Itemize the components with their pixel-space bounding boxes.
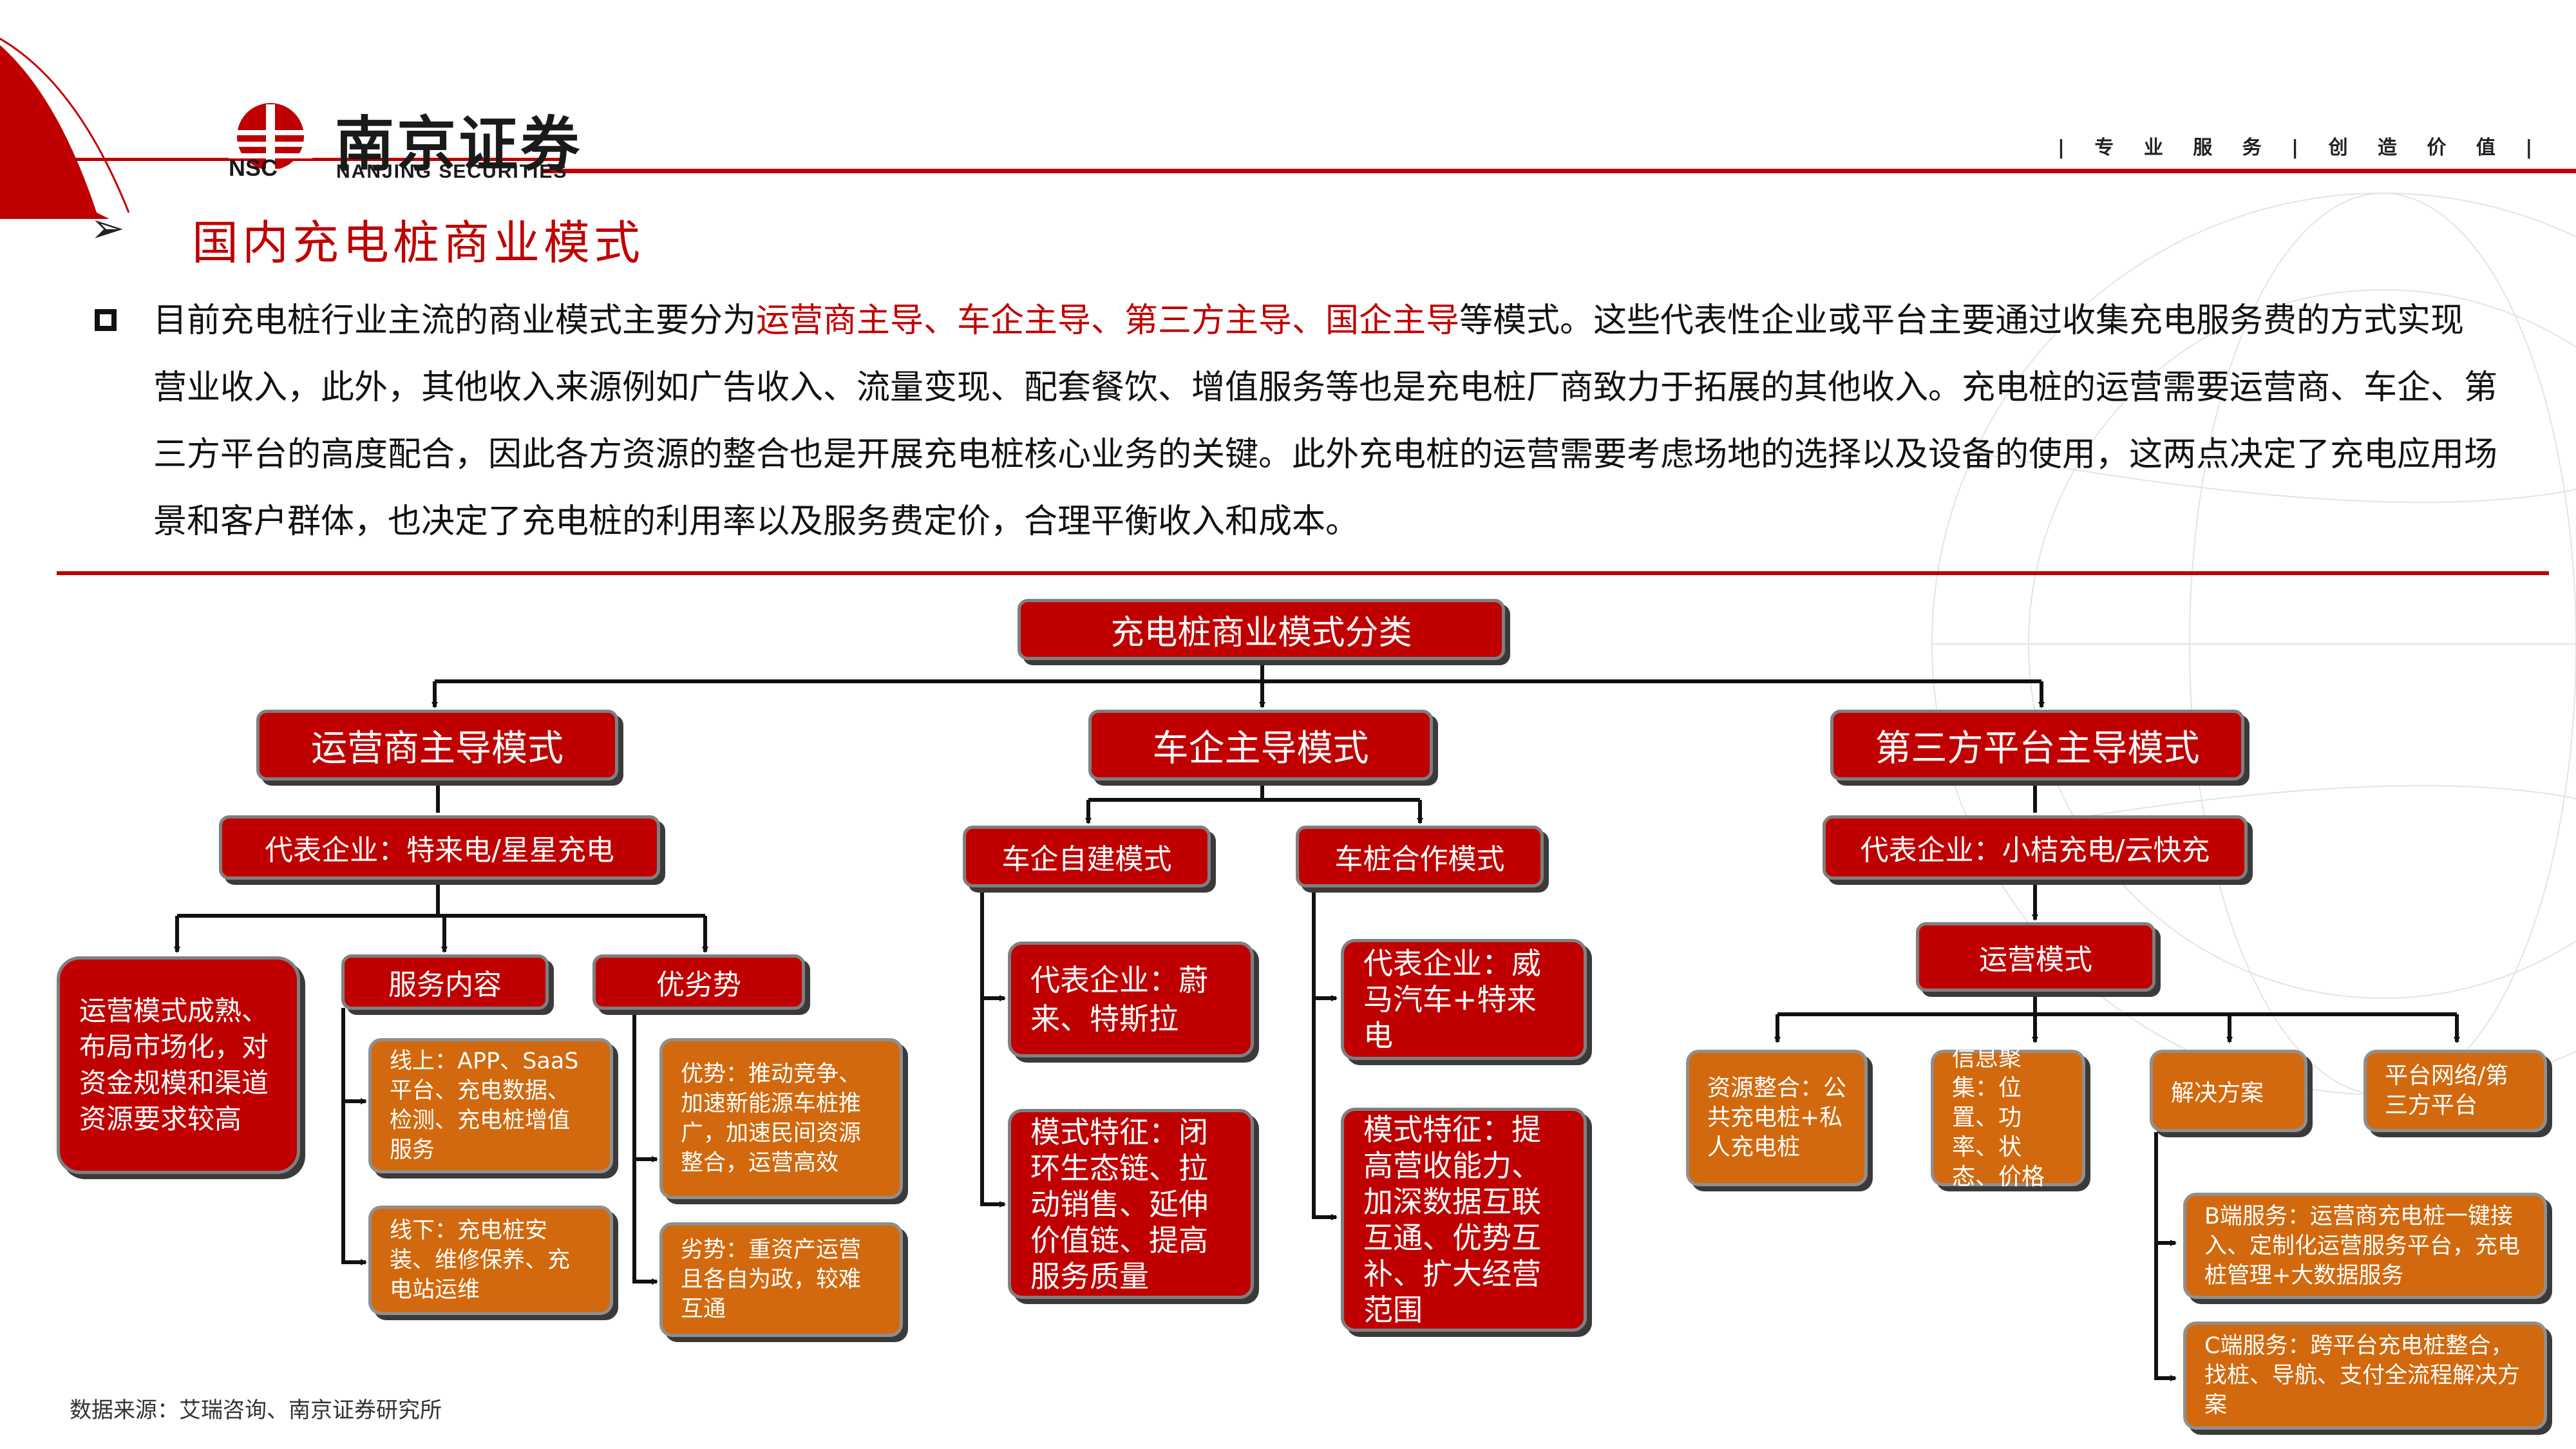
intro-text-start: 目前充电桩行业主流的商业模式主要分为 [153,301,757,340]
red-corner-swoosh [0,45,109,219]
header-slogan: | 专 业 服 务 | 创 造 价 值 | [2058,137,2544,159]
operation-mode-label: 运营模式 [1916,922,2155,992]
cooperation-feature: 模式特征：提高营收能力、加深数据互联互通、优势互补、扩大经营范围 [1341,1108,1587,1332]
page-title: 国内充电桩商业模式 [192,216,645,270]
nsc-logo-icon [229,98,312,170]
automaker-cooperation-label: 车桩合作模式 [1296,826,1544,887]
cooperation-representative: 代表企业：威马汽车+特来电 [1341,939,1587,1060]
logo-name-en: NANJING SECURITIES [336,161,568,182]
intro-paragraph: 目前充电桩行业主流的商业模式主要分为运营商主导、车企主导、第三方主导、国企主导等… [153,287,2497,555]
logo-abbr: NSC [229,155,278,181]
platform-network: 平台网络/第三方平台 [2363,1050,2547,1132]
thirdparty-mode-title: 第三方平台主导模式 [1830,710,2244,781]
operator-representative: 代表企业：特来电/星星充电 [219,815,660,880]
automaker-mode-title: 车企主导模式 [1088,710,1433,781]
pros-cons-label: 优劣势 [592,954,805,1010]
data-source: 数据来源：艾瑞咨询、南京证券研究所 [70,1397,442,1423]
service-offline: 线下：充电桩安装、维修保养、充电站运维 [368,1206,613,1315]
resource-integration: 资源整合：公共充电桩+私人充电桩 [1686,1050,1868,1186]
self-built-representative: 代表企业：蔚来、特斯拉 [1008,942,1254,1057]
logo-name-cn: 南京证券 [335,109,583,179]
section-divider [57,571,2549,575]
title-arrow-icon: ➢ [90,205,125,252]
b-end-service: B端服务：运营商充电桩一键接入、定制化运营服务平台，充电桩管理+大数据服务 [2183,1193,2547,1299]
self-built-feature: 模式特征：闭环生态链、拉动销售、延伸价值链、提高服务质量 [1008,1109,1254,1299]
diagram-root: 充电桩商业模式分类 [1018,599,1505,660]
information-aggregation: 信息聚集：位置、功率、状态、价格 [1931,1045,2085,1190]
thirdparty-representative: 代表企业：小桔充电/云快充 [1823,815,2248,880]
service-content-label: 服务内容 [341,954,549,1010]
service-online: 线上：APP、SaaS平台、充电数据、检测、充电桩增值服务 [368,1038,613,1173]
solution-label: 解决方案 [2150,1050,2307,1132]
c-end-service: C端服务：跨平台充电桩整合，找桩、导航、支付全流程解决方案 [2183,1321,2547,1430]
hollow-square-icon [95,309,117,331]
operator-summary: 运营模式成熟、布局市场化，对资金规模和渠道资源要求较高 [57,956,300,1174]
automaker-self-built-label: 车企自建模式 [963,826,1211,887]
header-red-line [541,169,2576,173]
operator-cons: 劣势：重资产运营且各自为政，较难互通 [659,1222,903,1337]
intro-text-end: 等模式。这些代表性企业或平台主要通过收集充电服务费的方式实现营业收入，此外，其他… [153,301,2498,541]
operator-pros: 优势：推动竞争、加速新能源车桩推广，加速民间资源整合，运营高效 [659,1038,903,1199]
red-corner-curve [0,37,130,213]
intro-highlight: 运营商主导、车企主导、第三方主导、国企主导 [756,301,1460,340]
operator-mode-title: 运营商主导模式 [256,710,618,781]
